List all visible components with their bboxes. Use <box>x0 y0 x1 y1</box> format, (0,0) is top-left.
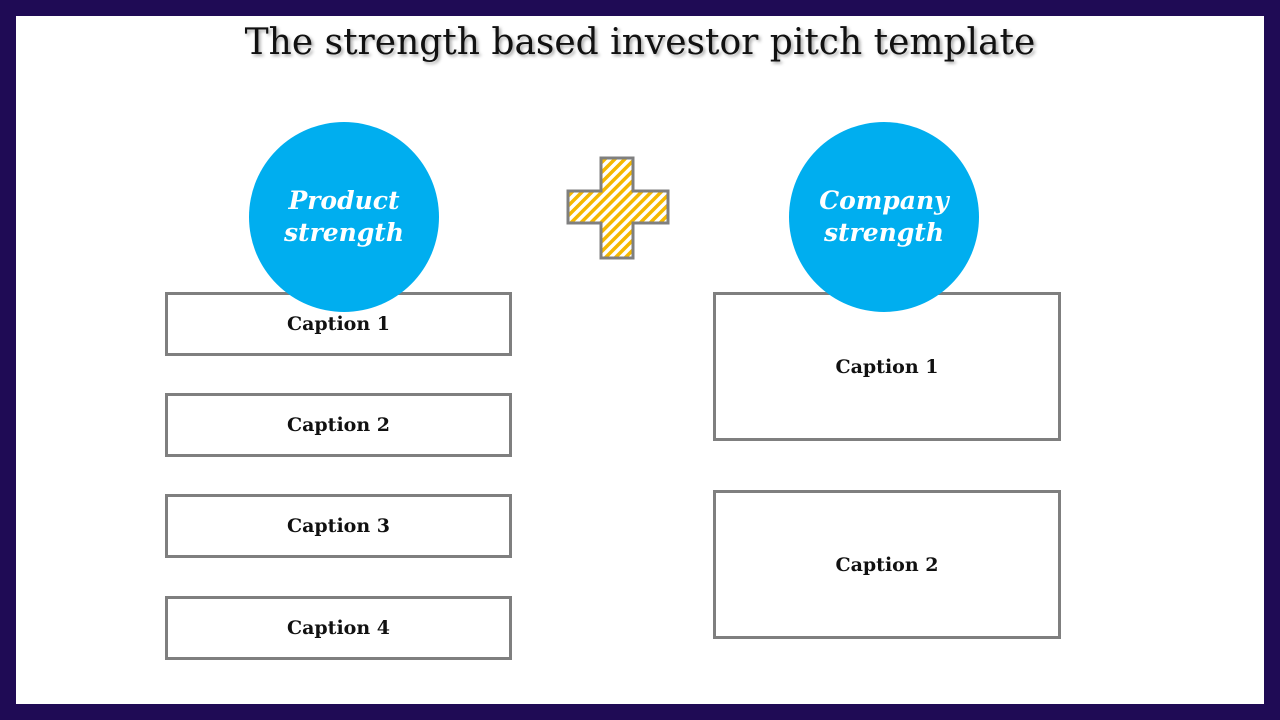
product-caption-4: Caption 4 <box>286 617 391 639</box>
company-caption-2: Caption 2 <box>835 553 939 576</box>
product-caption-3: Caption 3 <box>286 515 391 537</box>
product-strength-circle: Product strength <box>249 122 439 312</box>
product-caption-box-3: Caption 3 <box>165 494 512 558</box>
product-strength-label: Product strength <box>283 186 405 247</box>
company-strength-circle: Company strength <box>789 122 979 312</box>
product-caption-1: Caption 1 <box>286 313 391 335</box>
product-caption-box-2: Caption 2 <box>165 393 512 457</box>
slide-title: The strength based investor pitch templa… <box>244 22 1036 63</box>
plus-icon <box>566 156 670 260</box>
company-strength-label: Company strength <box>819 186 949 247</box>
company-caption-box-2: Caption 2 <box>713 490 1061 639</box>
company-caption-1: Caption 1 <box>835 355 939 378</box>
product-caption-box-4: Caption 4 <box>165 596 512 660</box>
product-caption-2: Caption 2 <box>286 414 391 436</box>
company-caption-box-1: Caption 1 <box>713 292 1061 441</box>
